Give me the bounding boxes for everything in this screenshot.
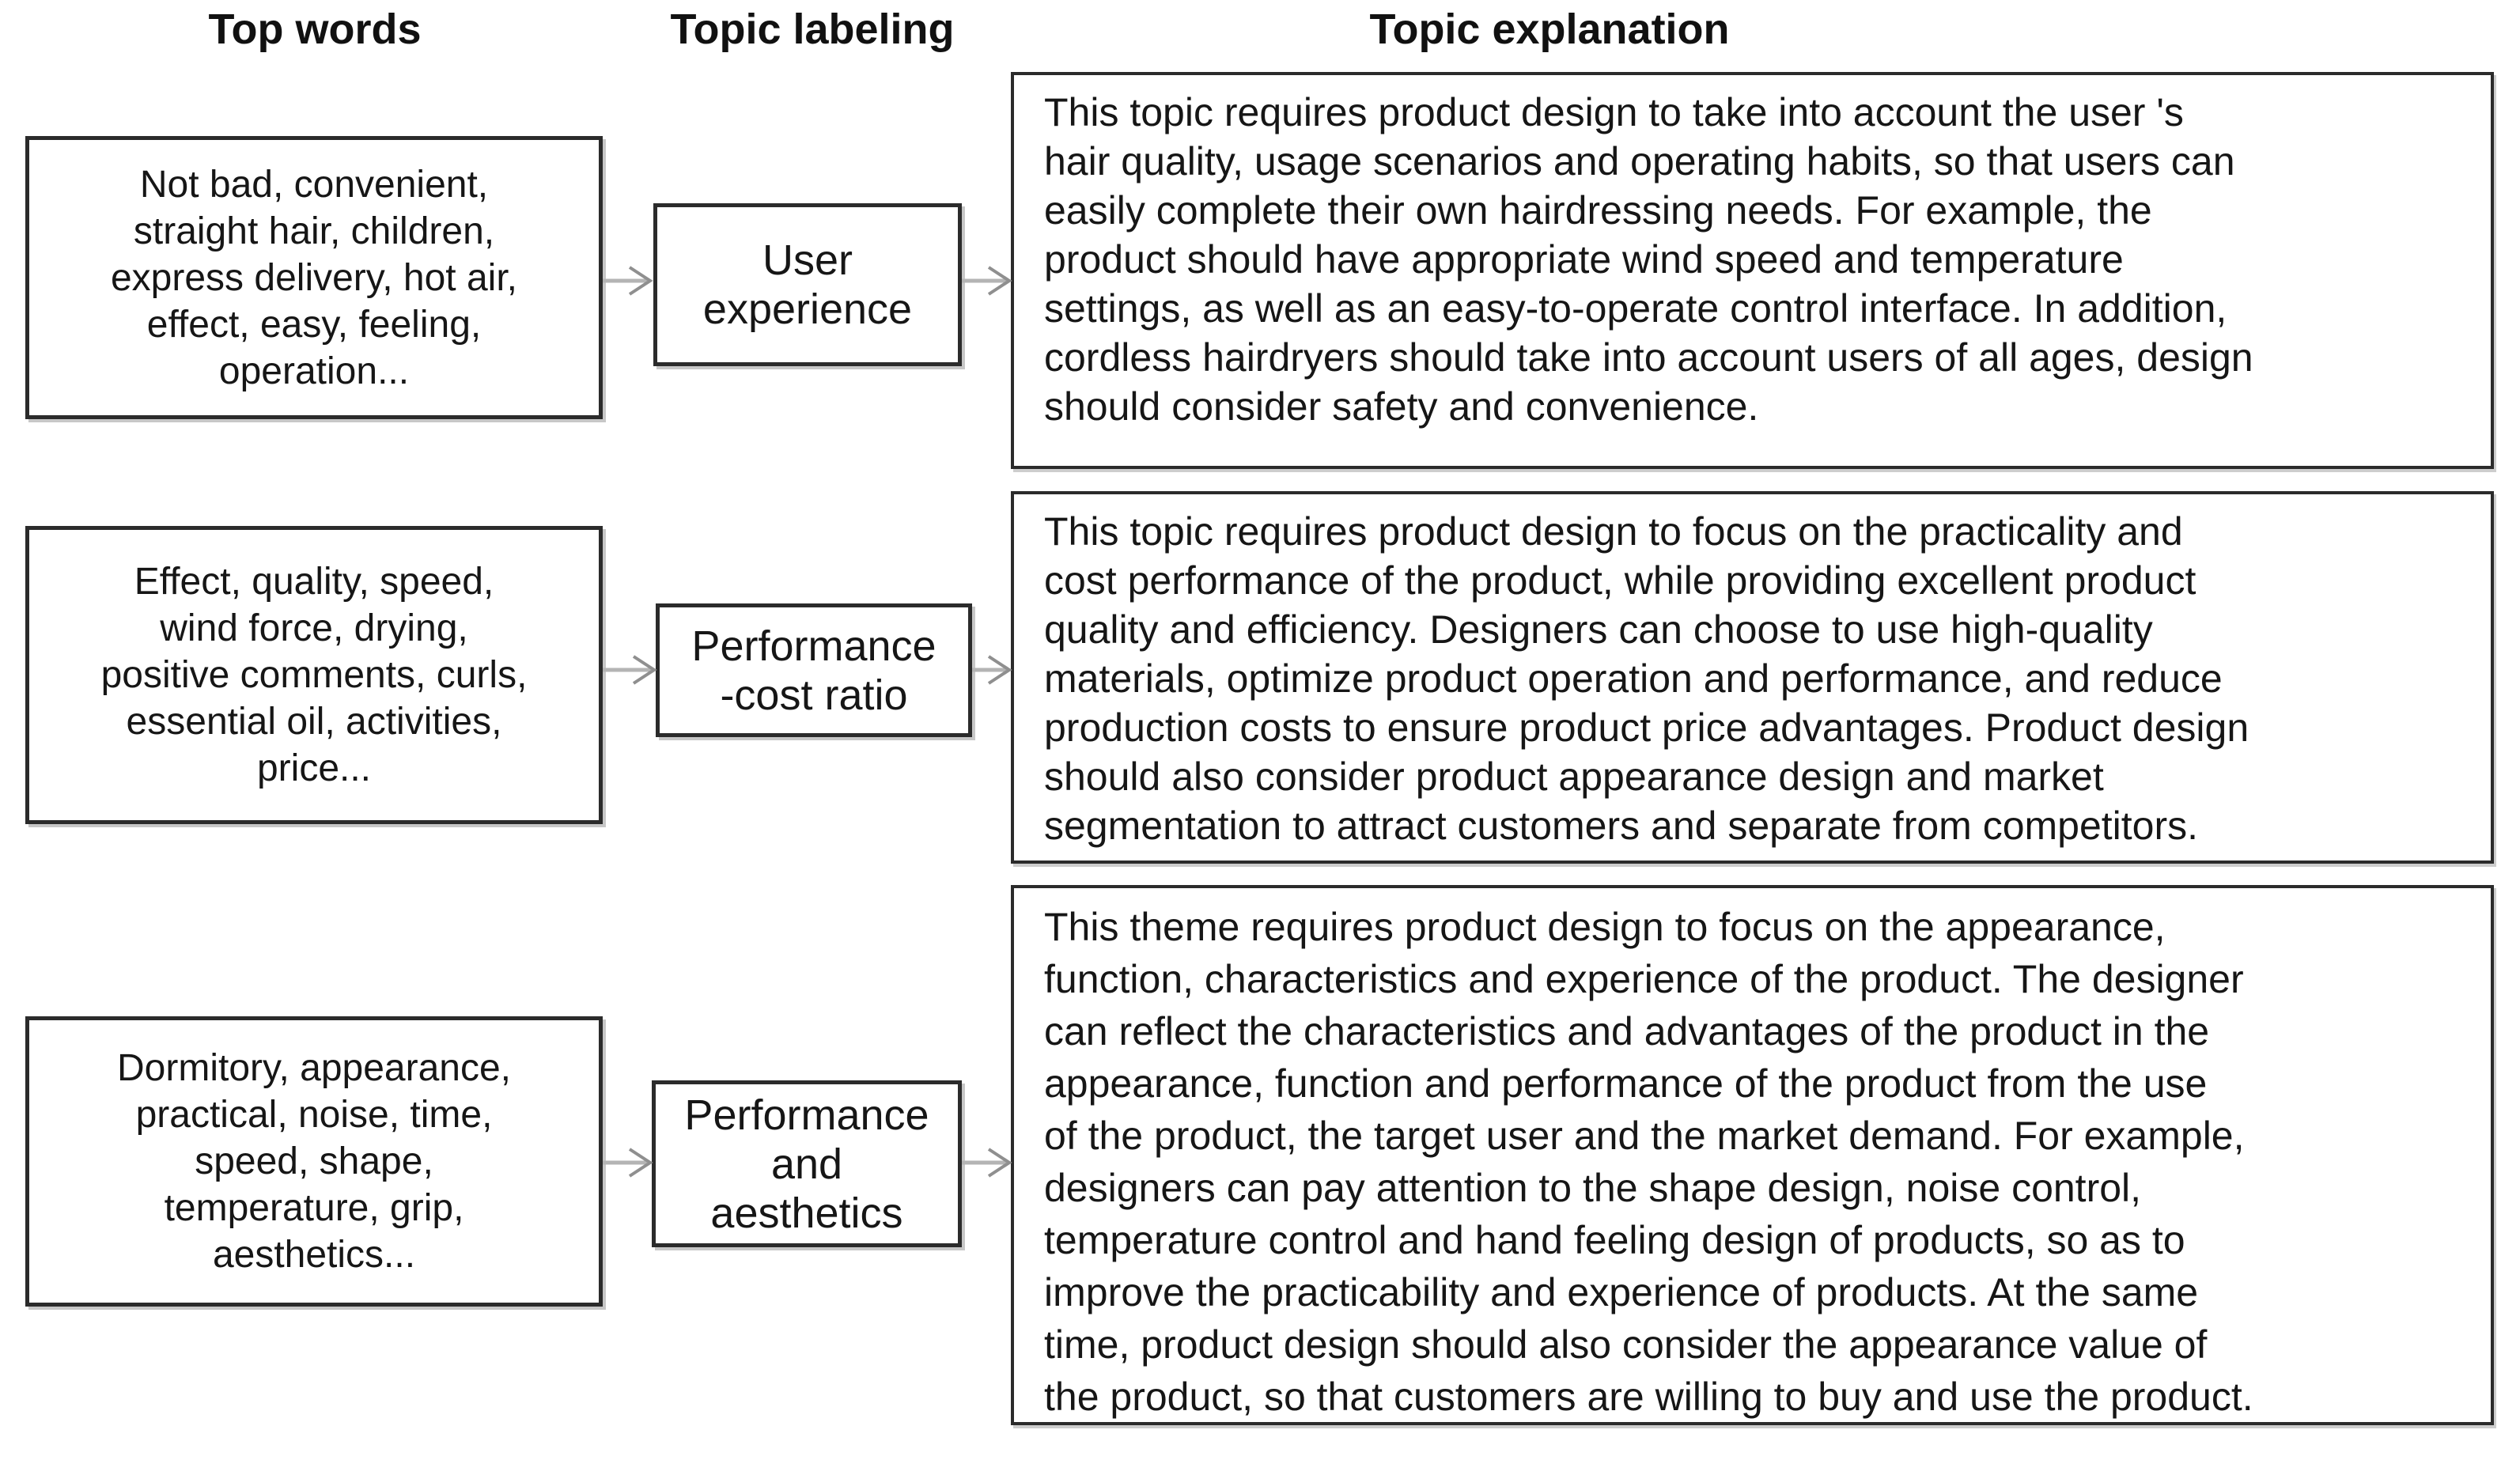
topic-explanation-box-row3: This theme requires product design to fo… [1011,885,2494,1425]
top-words-box-row3: Dormitory, appearance, practical, noise,… [25,1016,603,1307]
top-words-box-row1: Not bad, convenient, straight hair, chil… [25,136,603,419]
arrow-label-to-explanation-row3 [962,1148,1012,1178]
topic-label-text-row1: User experience [702,236,913,333]
topic-label-box-row3: Performance and aesthetics [652,1080,962,1247]
arrow-topwords-to-label-row3 [603,1148,653,1178]
column-header-top-words: Top words [208,6,422,53]
column-header-topic-labeling: Topic labeling [670,6,955,53]
arrow-topwords-to-label-row2 [603,655,657,685]
topic-explanation-text-row3: This theme requires product design to fo… [1044,905,2253,1419]
topic-explanation-box-row1: This topic requires product design to ta… [1011,72,2494,469]
topic-explanation-text-row2: This topic requires product design to fo… [1044,509,2249,848]
topic-explanation-text-row1: This topic requires product design to ta… [1044,90,2253,429]
arrow-topwords-to-label-row1 [603,266,653,296]
top-words-text-row3: Dormitory, appearance, practical, noise,… [117,1047,511,1276]
topic-label-text-row2: Performance -cost ratio [691,622,936,719]
topic-label-text-row3: Performance and aesthetics [684,1091,929,1237]
top-words-box-row2: Effect, quality, speed, wind force, dryi… [25,526,603,824]
top-words-text-row2: Effect, quality, speed, wind force, dryi… [100,561,528,789]
topic-label-box-row1: User experience [653,203,962,366]
topic-label-box-row2: Performance -cost ratio [656,603,972,737]
top-words-text-row1: Not bad, convenient, straight hair, chil… [110,163,517,392]
arrow-label-to-explanation-row2 [972,655,1012,685]
column-header-topic-explanation: Topic explanation [1369,6,1730,53]
topic-explanation-box-row2: This topic requires product design to fo… [1011,491,2494,864]
arrow-label-to-explanation-row1 [962,266,1012,296]
